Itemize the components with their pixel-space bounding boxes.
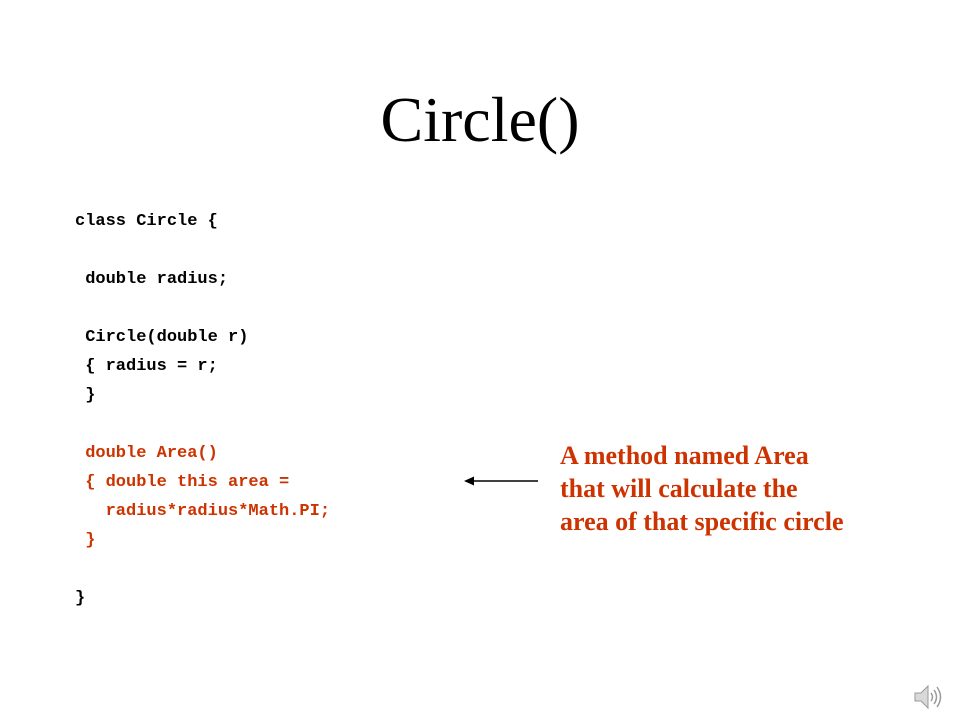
- code-line: [75, 410, 330, 439]
- code-line: Circle(double r): [75, 328, 249, 347]
- annotation-text: A method named Area that will calculate …: [560, 439, 940, 538]
- code-line: }: [75, 386, 96, 405]
- code-line-highlighted: radius*radius*Math.PI;: [75, 502, 331, 521]
- code-line: [75, 236, 330, 265]
- speaker-icon[interactable]: [912, 682, 944, 712]
- annotation-line: A method named Area: [560, 441, 809, 470]
- code-line: { radius = r;: [75, 357, 218, 376]
- code-line: [75, 294, 330, 323]
- left-arrow-icon: [464, 476, 538, 486]
- code-line: [75, 555, 330, 584]
- code-line: }: [75, 589, 86, 608]
- code-line: double radius;: [75, 270, 229, 289]
- annotation-line: area of that specific circle: [560, 507, 844, 536]
- code-line-highlighted: }: [75, 531, 96, 550]
- code-line: class Circle {: [75, 212, 218, 231]
- code-block: class Circle { double radius; Circle(dou…: [75, 207, 330, 613]
- slide-title: Circle(): [380, 84, 580, 155]
- code-line-highlighted: double Area(): [75, 444, 218, 463]
- annotation-line: that will calculate the: [560, 474, 798, 503]
- code-line-highlighted: { double this area =: [75, 473, 290, 492]
